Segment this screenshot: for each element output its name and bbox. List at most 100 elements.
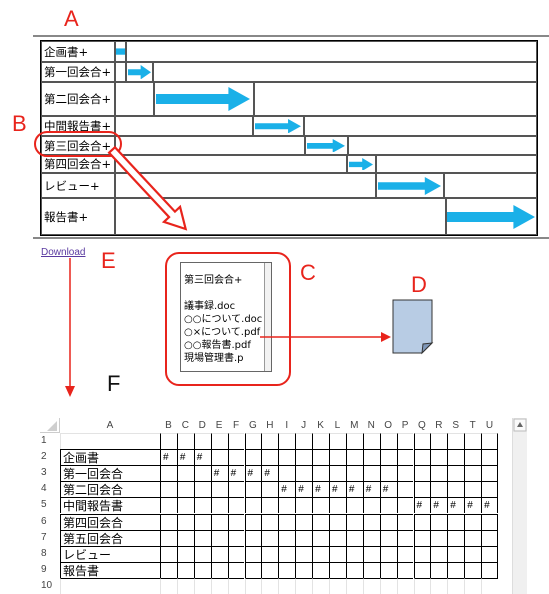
- sheet-cell[interactable]: [430, 577, 448, 594]
- sheet-name-cell[interactable]: 企画書: [60, 449, 160, 466]
- sheet-cell[interactable]: [464, 545, 482, 562]
- sheet-mark-cell[interactable]: #: [193, 449, 211, 466]
- sheet-cell[interactable]: [345, 497, 363, 514]
- sheet-cell[interactable]: [481, 561, 498, 578]
- sheet-cell[interactable]: [464, 449, 482, 466]
- sheet-cell[interactable]: [295, 449, 313, 466]
- popup-file[interactable]: 現場管理書.p: [184, 353, 244, 364]
- sheet-cell[interactable]: [379, 497, 397, 514]
- sheet-cell[interactable]: [379, 465, 397, 482]
- sheet-cell[interactable]: [193, 577, 211, 594]
- sheet-cell[interactable]: [430, 433, 448, 450]
- sheet-cell[interactable]: [447, 529, 465, 546]
- sheet-cell[interactable]: [430, 513, 448, 530]
- sheet-cell[interactable]: [278, 433, 296, 450]
- sheet-cell[interactable]: [430, 465, 448, 482]
- sheet-cell[interactable]: [329, 577, 346, 594]
- sheet-cell[interactable]: [481, 577, 498, 594]
- sheet-cell[interactable]: [278, 545, 296, 562]
- sheet-cell[interactable]: [312, 545, 329, 562]
- sheet-cell[interactable]: [261, 449, 279, 466]
- sheet-cell[interactable]: [176, 513, 194, 530]
- sheet-cell[interactable]: [176, 433, 194, 450]
- sheet-cell[interactable]: [362, 545, 380, 562]
- sheet-cell[interactable]: [193, 465, 211, 482]
- sheet-cell[interactable]: [312, 433, 329, 450]
- sheet-cell[interactable]: [210, 449, 228, 466]
- sheet-cell[interactable]: [329, 561, 346, 578]
- sheet-cell[interactable]: [362, 561, 380, 578]
- sheet-cell[interactable]: [345, 577, 363, 594]
- sheet-cell[interactable]: [312, 529, 329, 546]
- sheet-cell[interactable]: [430, 449, 448, 466]
- sheet-cell[interactable]: [193, 513, 211, 530]
- sheet-cell[interactable]: [227, 513, 245, 530]
- sheet-cell[interactable]: [261, 481, 279, 498]
- sheet-mark-cell[interactable]: #: [413, 497, 431, 514]
- sheet-cell[interactable]: [447, 433, 465, 450]
- sheet-cell[interactable]: [244, 561, 262, 578]
- sheet-cell[interactable]: [244, 577, 262, 594]
- sheet-cell[interactable]: [481, 529, 498, 546]
- sheet-cell[interactable]: [227, 449, 245, 466]
- sheet-cell[interactable]: [430, 545, 448, 562]
- sheet-cell[interactable]: [430, 481, 448, 498]
- sheet-mark-cell[interactable]: #: [210, 465, 228, 482]
- sheet-name-cell[interactable]: 第四回会合: [60, 513, 160, 530]
- sheet-cell[interactable]: [193, 433, 211, 450]
- sheet-cell[interactable]: [176, 561, 194, 578]
- sheet-cell[interactable]: [261, 577, 279, 594]
- sheet-cell[interactable]: [312, 513, 329, 530]
- sheet-cell[interactable]: [379, 561, 397, 578]
- sheet-cell[interactable]: [312, 577, 329, 594]
- sheet-cell[interactable]: [210, 561, 228, 578]
- sheet-cell[interactable]: [244, 545, 262, 562]
- sheet-cell[interactable]: [396, 529, 414, 546]
- sheet-mark-cell[interactable]: #: [362, 481, 380, 498]
- sheet-cell[interactable]: [261, 497, 279, 514]
- sheet-name-cell[interactable]: 報告書: [60, 561, 160, 578]
- sheet-cell[interactable]: [362, 433, 380, 450]
- sheet-cell[interactable]: [413, 561, 431, 578]
- sheet-cell[interactable]: [210, 497, 228, 514]
- sheet-cell[interactable]: [193, 561, 211, 578]
- sheet-cell[interactable]: [160, 465, 177, 482]
- sheet-cell[interactable]: [295, 513, 313, 530]
- sheet-cell[interactable]: [413, 465, 431, 482]
- sheet-cell[interactable]: [396, 577, 414, 594]
- sheet-mark-cell[interactable]: #: [160, 449, 177, 466]
- sheet-cell[interactable]: [464, 561, 482, 578]
- sheet-cell[interactable]: [396, 513, 414, 530]
- sheet-cell[interactable]: [345, 449, 363, 466]
- sheet-mark-cell[interactable]: #: [464, 497, 482, 514]
- sheet-cell[interactable]: [176, 577, 194, 594]
- sheet-cell[interactable]: [447, 577, 465, 594]
- sheet-mark-cell[interactable]: #: [379, 481, 397, 498]
- sheet-cell[interactable]: [447, 513, 465, 530]
- sheet-mark-cell[interactable]: #: [481, 497, 498, 514]
- sheet-cell[interactable]: [278, 449, 296, 466]
- sheet-cell[interactable]: [481, 433, 498, 450]
- sheet-cell[interactable]: [345, 545, 363, 562]
- popup-scrollbar[interactable]: [264, 263, 271, 371]
- sheet-cell[interactable]: [345, 529, 363, 546]
- sheet-mark-cell[interactable]: #: [278, 481, 296, 498]
- sheet-cell[interactable]: [160, 577, 177, 594]
- popup-file[interactable]: ○×について.pdf: [184, 327, 261, 338]
- sheet-cell[interactable]: [396, 481, 414, 498]
- sheet-cell[interactable]: [413, 433, 431, 450]
- sheet-cell[interactable]: [227, 481, 245, 498]
- sheet-cell[interactable]: [261, 433, 279, 450]
- sheet-mark-cell[interactable]: #: [447, 497, 465, 514]
- sheet-cell[interactable]: [413, 481, 431, 498]
- sheet-cell[interactable]: [210, 433, 228, 450]
- sheet-name-cell[interactable]: レビュー: [60, 545, 160, 562]
- sheet-cell[interactable]: [396, 561, 414, 578]
- sheet-mark-cell[interactable]: #: [176, 449, 194, 466]
- download-link[interactable]: Download: [41, 247, 86, 258]
- sheet-cell[interactable]: [362, 577, 380, 594]
- sheet-cell[interactable]: [210, 577, 228, 594]
- sheet-scrollbar[interactable]: [512, 418, 527, 594]
- sheet-cell[interactable]: [379, 449, 397, 466]
- sheet-cell[interactable]: [176, 481, 194, 498]
